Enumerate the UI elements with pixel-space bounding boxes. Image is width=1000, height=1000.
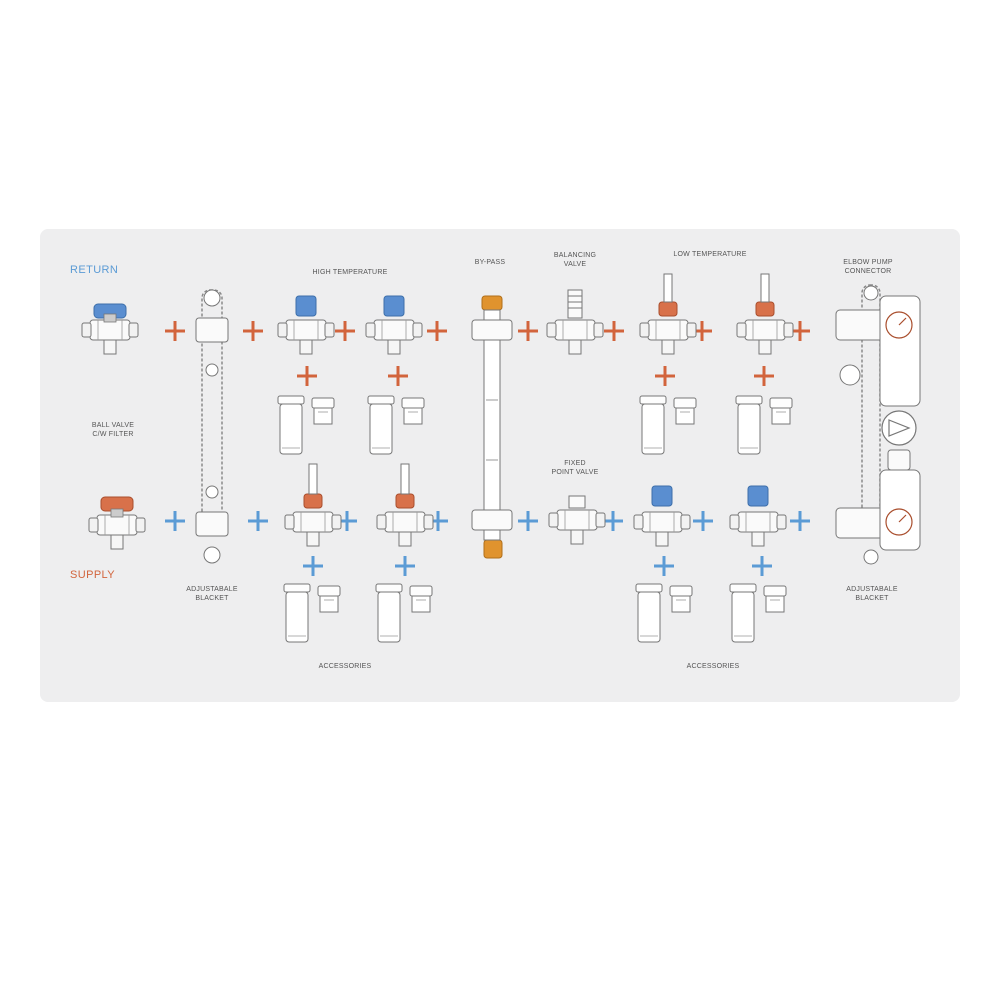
plus-icon: [654, 556, 674, 576]
bypass-icon: [471, 295, 513, 559]
balancing-valve-line-2: VALVE: [563, 261, 587, 268]
plus-icon: [297, 366, 317, 386]
plus-icon: [692, 321, 712, 341]
fixed-point-line-1: FIXED: [564, 460, 586, 467]
plus-icon: [335, 321, 355, 341]
high-temp-return-valve-2-icon: [365, 295, 423, 355]
plus-icon: [388, 366, 408, 386]
elbow-pump-connector-label: ELBOW PUMP CONNECTOR: [830, 258, 906, 276]
ball-valve-line-2: C/W FILTER: [92, 431, 134, 438]
plus-icon: [243, 321, 263, 341]
supply-label: SUPPLY: [70, 569, 115, 581]
elbow-pump-line-1: ELBOW PUMP: [843, 259, 893, 266]
low-temp-return-valve-2-icon: [736, 273, 794, 355]
by-pass-label: BY-PASS: [474, 259, 506, 266]
fixed-point-line-2: POINT VALVE: [551, 469, 599, 476]
gauge-icon: [885, 311, 913, 536]
bracket-left-line-2: BLACKET: [195, 595, 229, 602]
plus-icon: [395, 556, 415, 576]
accessory-actuator-icon: [277, 395, 793, 643]
ball-valve-supply-icon: [88, 496, 146, 550]
ball-valve-line-1: BALL VALVE: [91, 422, 135, 429]
plus-icon: [790, 321, 810, 341]
ball-valve-return-icon: [81, 303, 139, 355]
low-temp-supply-valve-1-icon: [633, 485, 691, 547]
adjustable-bracket-left-icon: [195, 289, 229, 564]
plus-icon: [428, 511, 448, 531]
bracket-right-line-2: BLACKET: [855, 595, 889, 602]
return-label: RETURN: [70, 264, 119, 276]
plus-icon: [693, 511, 713, 531]
accessories-right-label: ACCESSORIES: [686, 663, 740, 670]
accessories-left-label: ACCESSORIES: [318, 663, 372, 670]
bracket-right-line-1: ADJUSTABALE: [846, 586, 898, 593]
fixed-point-valve-label: FIXED POINT VALVE: [540, 459, 610, 477]
fixed-point-valve-icon: [548, 495, 606, 545]
balancing-valve-label: BALANCING VALVE: [540, 251, 610, 269]
low-temperature-label: LOW TEMPERATURE: [673, 251, 747, 258]
plus-icon: [518, 511, 538, 531]
plus-icon: [248, 511, 268, 531]
low-temp-supply-valve-2-icon: [729, 485, 787, 547]
plus-icon: [518, 321, 538, 341]
plus-icon: [427, 321, 447, 341]
high-temp-supply-valve-1-icon: [284, 463, 342, 547]
plus-icon: [752, 556, 772, 576]
bracket-left-line-1: ADJUSTABALE: [186, 586, 238, 593]
plus-icon: [754, 366, 774, 386]
plus-icon: [165, 511, 185, 531]
elbow-pump-line-2: CONNECTOR: [844, 268, 892, 275]
plus-icon: [165, 321, 185, 341]
low-temp-return-valve-1-icon: [639, 273, 697, 355]
plus-icon: [303, 556, 323, 576]
plus-icon: [337, 511, 357, 531]
high-temp-return-valve-1-icon: [277, 295, 335, 355]
balancing-valve-icon: [546, 289, 604, 355]
high-temp-supply-valve-2-icon: [376, 463, 434, 547]
ball-valve-label: BALL VALVE C/W FILTER: [78, 421, 148, 439]
adjustable-bracket-left-label: ADJUSTABALE BLACKET: [176, 585, 248, 603]
high-temperature-label: HIGH TEMPERATURE: [312, 269, 388, 276]
adjustable-bracket-right-label: ADJUSTABALE BLACKET: [836, 585, 908, 603]
plus-icon: [655, 366, 675, 386]
balancing-valve-line-1: BALANCING: [553, 252, 597, 259]
plus-icon: [604, 321, 624, 341]
plus-icon: [603, 511, 623, 531]
plus-icon: [790, 511, 810, 531]
pump-icon: [881, 410, 917, 471]
